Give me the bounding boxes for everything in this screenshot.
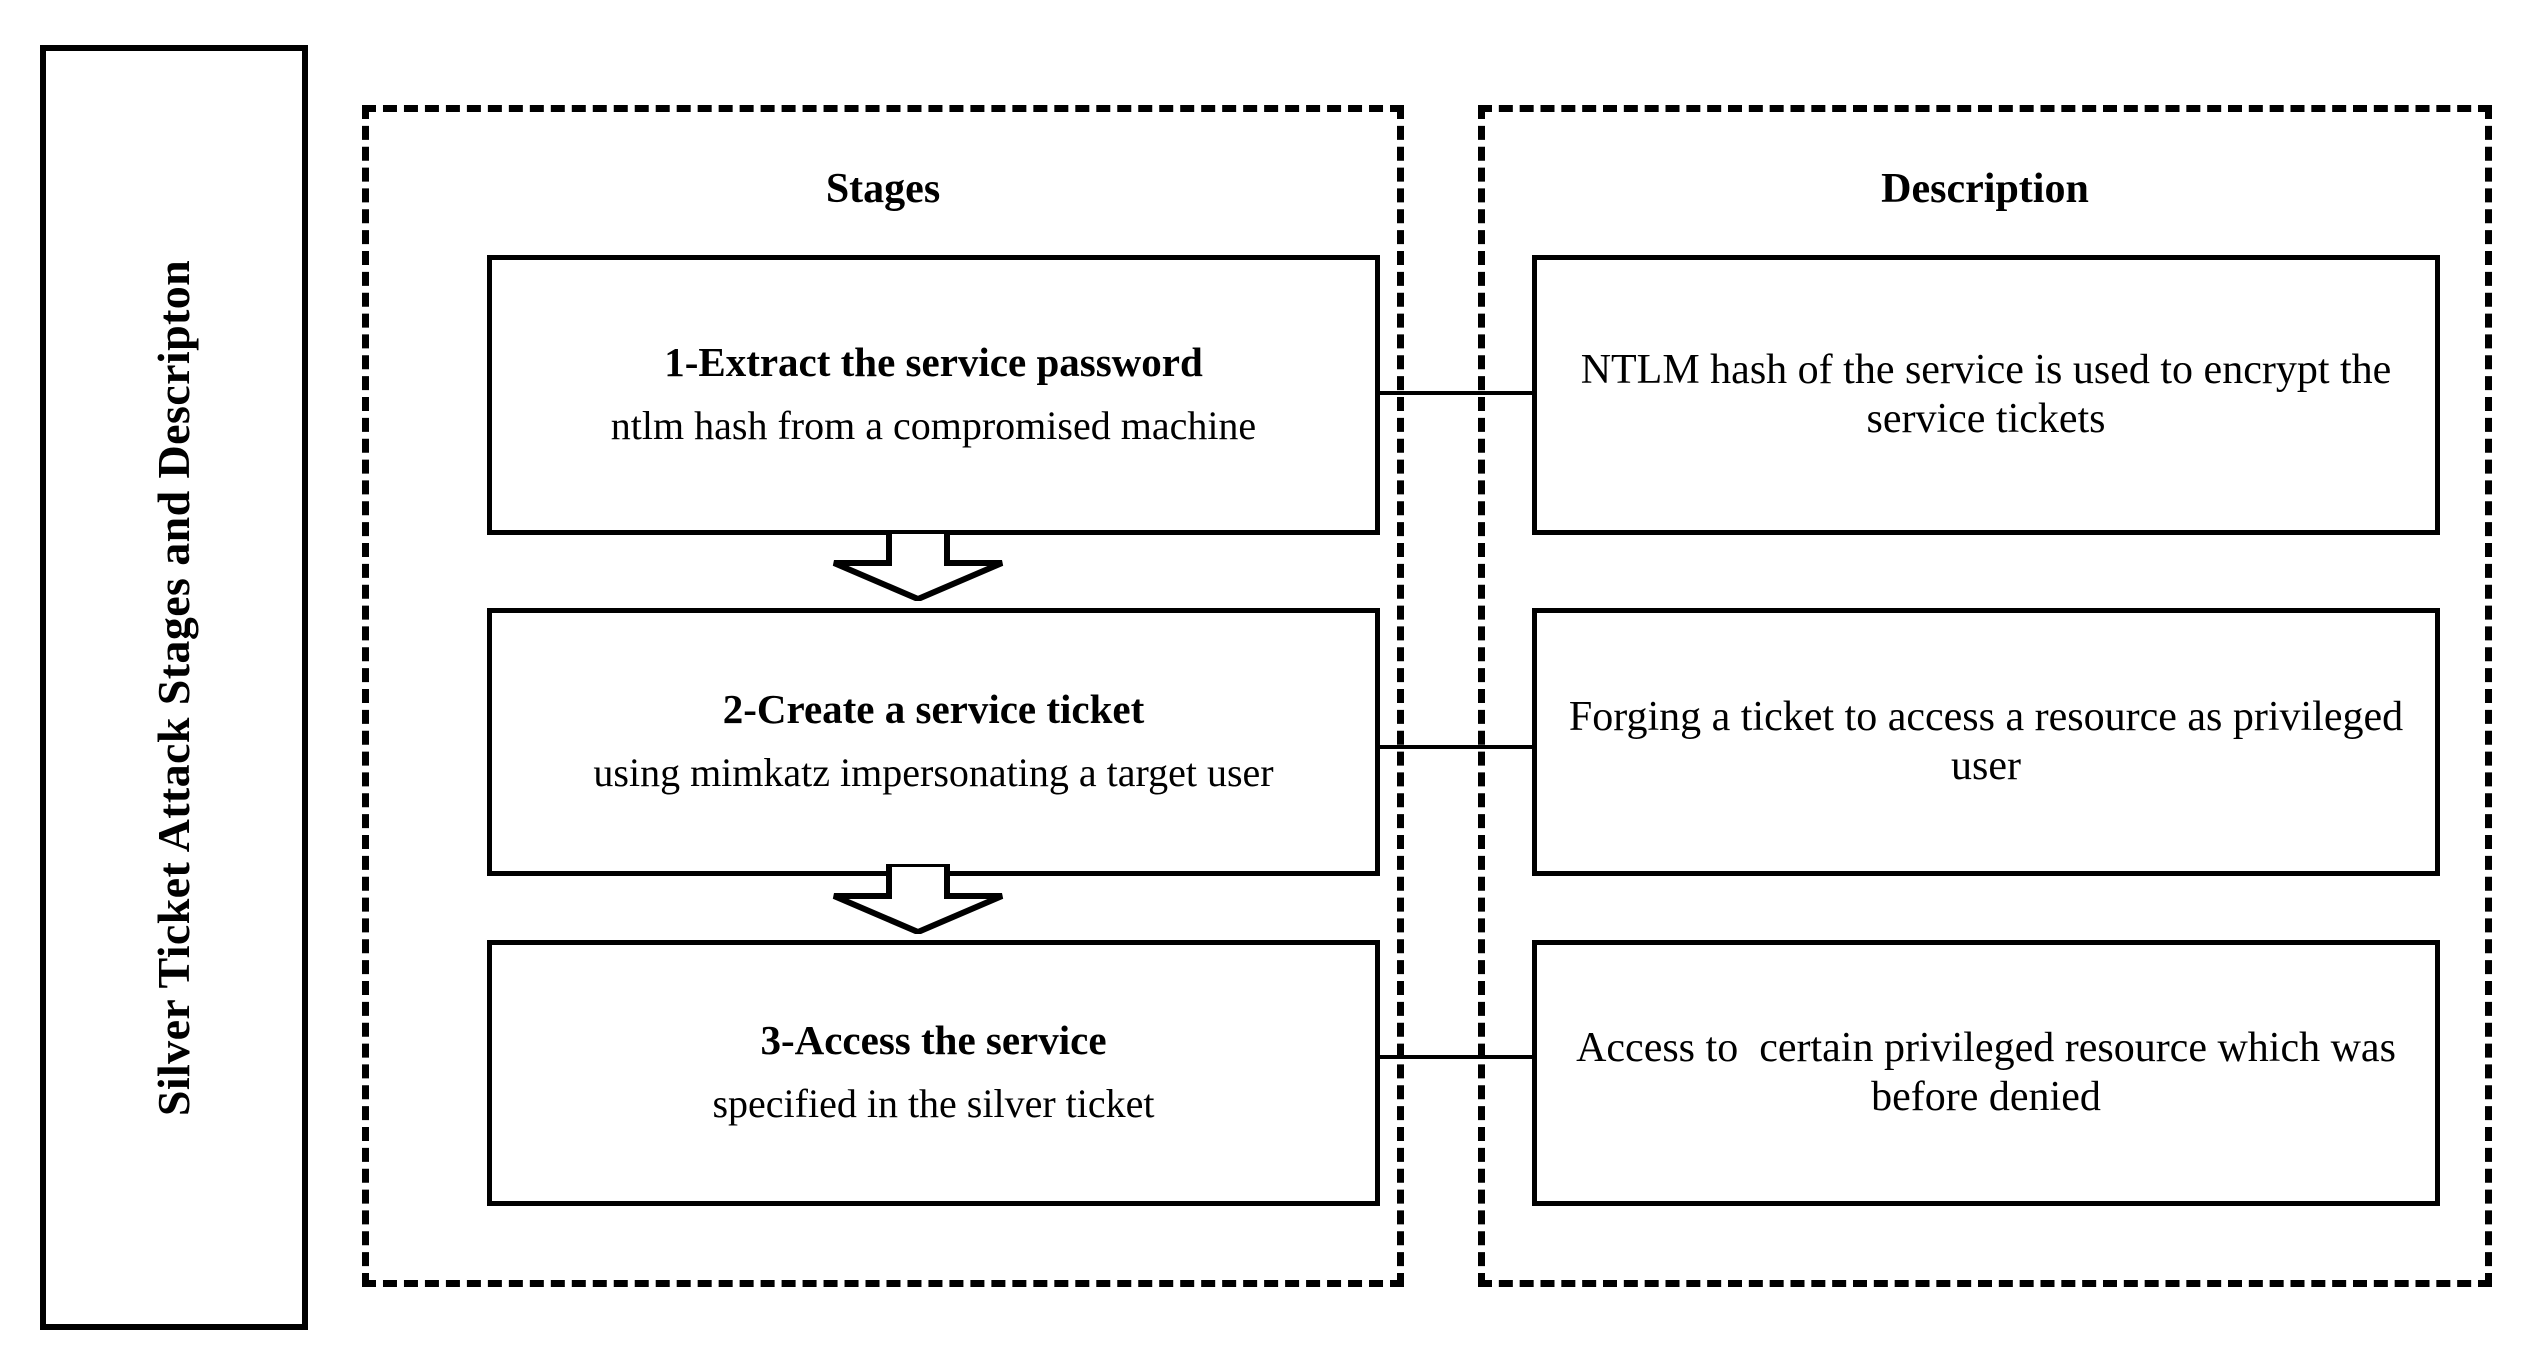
description-text-2: Forging a ticket to access a resource as… [1568,694,2414,789]
stage-box-3: 3-Access the service specified in the si… [487,940,1380,1206]
description-box-1: NTLM hash of the service is used to encr… [1532,255,2440,535]
description-group-region [1478,105,2492,1287]
figure-vertical-title: Silver Ticket Attack Stages and Descript… [148,259,200,1116]
link-stage2-to-description2-line [1378,745,1534,749]
link-stage3-to-description3-line [1378,1055,1534,1059]
vertical-title-panel: Silver Ticket Attack Stages and Descript… [40,45,308,1330]
down-arrow-icon-stage1-to-stage2 [826,531,1010,601]
stage-subtitle-3: specified in the silver ticket [712,1081,1155,1127]
stage-title-3: 3-Access the service [760,1017,1107,1064]
stages-column-header: Stages [825,166,941,212]
stage-title-1: 1-Extract the service password [664,339,1203,386]
description-text-3: Access to certain privileged resource wh… [1576,1025,2407,1120]
stage-subtitle-1: ntlm hash from a compromised machine [610,403,1257,449]
description-text-1: NTLM hash of the service is used to encr… [1580,347,2402,442]
stage-box-2: 2-Create a service ticket using mimkatz … [487,608,1380,876]
stages-group-region [362,105,1404,1287]
stage-subtitle-2: using mimkatz impersonating a target use… [593,750,1274,796]
down-arrow-icon-stage2-to-stage3 [826,864,1010,934]
stage-title-2: 2-Create a service ticket [722,686,1145,733]
description-box-3: Access to certain privileged resource wh… [1532,940,2440,1206]
link-stage1-to-description1-line [1378,391,1534,395]
description-box-2: Forging a ticket to access a resource as… [1532,608,2440,876]
description-column-header: Description [1881,166,2089,212]
stage-box-1: 1-Extract the service password ntlm hash… [487,255,1380,535]
